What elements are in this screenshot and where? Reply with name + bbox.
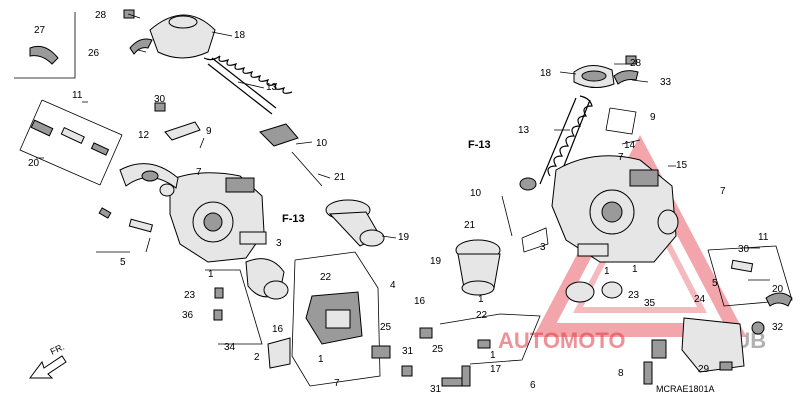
callout-34: 34 bbox=[224, 342, 236, 353]
ref-f13-left: F-13 bbox=[282, 213, 305, 225]
diagram-code: MCRAE1801A bbox=[656, 384, 715, 394]
callout-25b: 25 bbox=[432, 344, 444, 355]
callout-28a: 28 bbox=[95, 10, 107, 21]
funnel-left bbox=[325, 199, 385, 247]
callout-30a: 30 bbox=[154, 94, 166, 105]
callout-1a: 1 bbox=[208, 269, 214, 280]
needle-set-right bbox=[707, 245, 793, 307]
small-parts-right bbox=[419, 107, 637, 387]
funnel-right bbox=[455, 239, 501, 296]
callout-9b: 9 bbox=[650, 112, 656, 123]
callout-22b: 22 bbox=[476, 310, 488, 321]
callout-14: 14 bbox=[624, 140, 636, 151]
callout-18b: 18 bbox=[540, 68, 552, 79]
callout-25a: 25 bbox=[380, 322, 392, 333]
callout-17: 17 bbox=[490, 364, 502, 375]
spring-left bbox=[203, 55, 293, 115]
ref-f13-right: F-13 bbox=[468, 139, 491, 151]
callout-7c: 7 bbox=[720, 186, 726, 197]
callout-36: 36 bbox=[182, 310, 194, 321]
callout-29: 29 bbox=[698, 364, 710, 375]
callout-35: 35 bbox=[644, 298, 656, 309]
watermark-brand-a: AUTOMOTO bbox=[498, 328, 626, 353]
small-parts-left bbox=[98, 102, 323, 233]
callout-2: 2 bbox=[254, 352, 260, 363]
callout-20b: 20 bbox=[772, 284, 784, 295]
callout-18a: 18 bbox=[234, 30, 246, 41]
direction-label: FR. bbox=[49, 342, 66, 357]
callout-23a: 23 bbox=[184, 290, 196, 301]
callout-6: 6 bbox=[530, 380, 536, 391]
callout-33: 33 bbox=[660, 77, 672, 88]
callout-1f: 1 bbox=[604, 266, 610, 277]
callout-11b: 11 bbox=[758, 232, 769, 243]
callout-31a: 31 bbox=[402, 346, 414, 357]
callout-10b: 10 bbox=[470, 188, 482, 199]
top-cover-left bbox=[123, 9, 216, 59]
callout-1d: 1 bbox=[478, 294, 484, 305]
callout-32: 32 bbox=[772, 322, 784, 333]
parts-box-4 bbox=[205, 251, 381, 387]
callout-16a: 16 bbox=[272, 324, 284, 335]
callout-30b: 30 bbox=[738, 244, 750, 255]
carburetor-right bbox=[551, 155, 679, 263]
direction-arrow bbox=[29, 355, 67, 379]
callout-31b: 31 bbox=[430, 384, 442, 395]
callout-16b: 16 bbox=[414, 296, 426, 307]
callout-1c: 1 bbox=[632, 264, 638, 275]
callout-3a: 3 bbox=[276, 238, 282, 249]
callout-13a: 13 bbox=[266, 82, 278, 93]
leader-lines bbox=[36, 13, 770, 281]
callout-5b: 5 bbox=[712, 278, 718, 289]
inset-box bbox=[14, 12, 76, 79]
callout-21a: 21 bbox=[334, 172, 346, 183]
carburetor-left bbox=[119, 163, 267, 263]
callout-7b: 7 bbox=[334, 378, 340, 389]
callout-19b: 19 bbox=[430, 256, 442, 267]
callout-12: 12 bbox=[138, 130, 150, 141]
callout-15: 15 bbox=[676, 160, 688, 171]
callout-27: 27 bbox=[34, 25, 46, 36]
callout-21b: 21 bbox=[464, 220, 476, 231]
callout-1b: 1 bbox=[318, 354, 324, 365]
callout-4: 4 bbox=[390, 280, 396, 291]
callout-19a: 19 bbox=[398, 232, 410, 243]
callout-28b: 28 bbox=[630, 58, 642, 69]
callout-26: 26 bbox=[88, 48, 100, 59]
callout-22a: 22 bbox=[320, 272, 332, 283]
callout-23b: 23 bbox=[628, 290, 640, 301]
callout-7d: 7 bbox=[618, 152, 624, 163]
callout-8: 8 bbox=[618, 368, 624, 379]
callout-7a: 7 bbox=[196, 167, 202, 178]
callout-20a: 20 bbox=[28, 158, 40, 169]
callout-9a: 9 bbox=[206, 126, 212, 137]
callout-3b: 3 bbox=[540, 242, 546, 253]
callout-1e: 1 bbox=[490, 350, 496, 361]
float-chamber-right bbox=[643, 317, 765, 385]
callout-11a: 11 bbox=[72, 90, 83, 101]
bottom-left-parts bbox=[213, 287, 413, 377]
callout-24: 24 bbox=[694, 294, 706, 305]
needle-set-left bbox=[19, 99, 123, 186]
top-cover-right bbox=[573, 55, 639, 88]
callout-13b: 13 bbox=[518, 125, 530, 136]
callout-5a: 5 bbox=[120, 257, 126, 268]
callout-10a: 10 bbox=[316, 138, 328, 149]
